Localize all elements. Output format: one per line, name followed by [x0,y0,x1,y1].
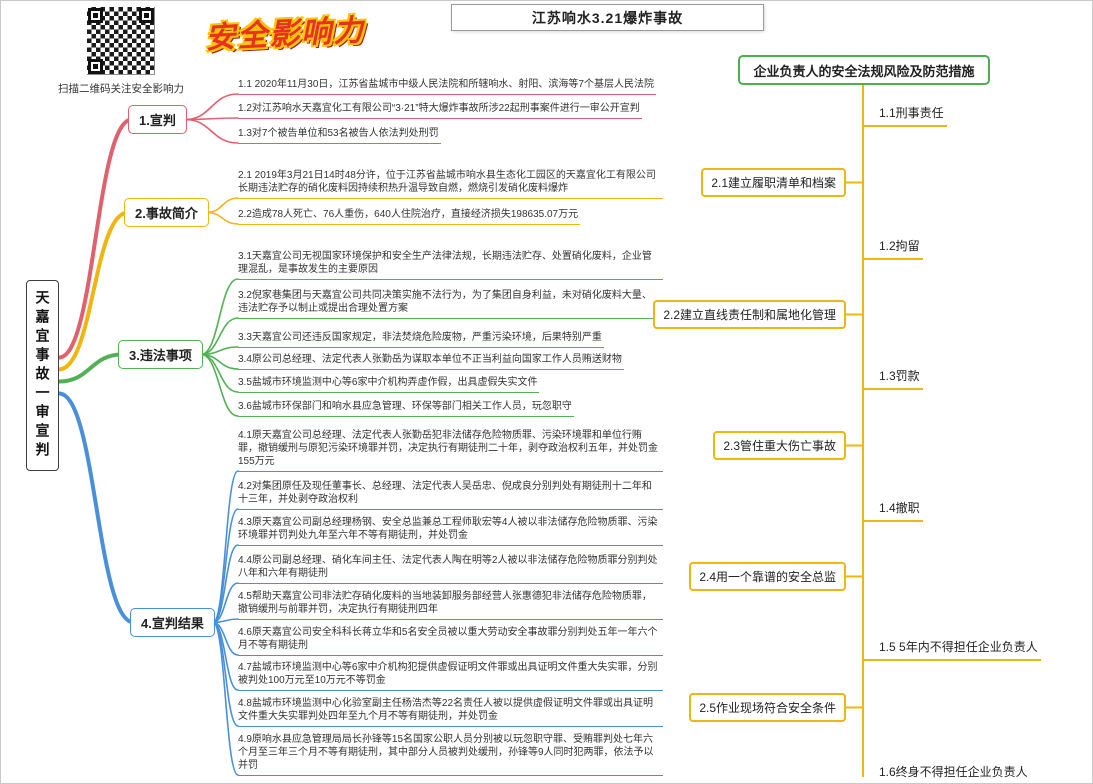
risk-1-5: 1.5 5年内不得担任企业负责人 [862,638,1041,661]
node-2-2: 2.2造成78人死亡、76人重伤，640人住院治疗，直接经济损失198635.0… [238,208,581,225]
node-1-2: 1.2对江苏响水天嘉宜化工有限公司“3·21”特大爆炸事故所涉22起刑事案件进行… [238,102,642,119]
brand-logo: 安全影响力 [204,13,366,56]
page-title: 江苏响水3.21爆炸事故 [451,4,764,31]
node-3-1: 3.1天嘉宜公司无视国家环境保护和安全生产法律法规，长期违法贮存、处置硝化废料，… [238,250,663,280]
branch-node-1: 1.宣判 [128,105,187,134]
node-4-1: 4.1原天嘉宜公司总经理、法定代表人张勤岳犯非法储存危险物质罪、污染环境罪和单位… [238,429,663,472]
measure-2-4: 2.4用一个靠谱的安全总监 [689,562,846,591]
node-4-2: 4.2对集团原任及现任董事长、总经理、法定代表人吴岳忠、倪成良分别判处有期徒刑十… [238,480,663,510]
qr-eye-icon [139,8,154,23]
node-4-9: 4.9原响水县应急管理局局长孙锋等15名国家公职人员分别被以玩忽职守罪、受贿罪判… [238,733,663,776]
node-4-8: 4.8盐城市环境监测中心化验室副主任杨浩杰等22名责任人被以提供虚假证明文件罪或… [238,697,663,727]
node-4-6: 4.6原天嘉宜公司安全科科长蒋立华和5名安全员被以重大劳动安全事故罪分别判处五年… [238,626,663,656]
measure-2-5: 2.5作业现场符合安全条件 [689,693,846,722]
node-1-3: 1.3对7个被告单位和53名被告人依法判处刑罚 [238,127,441,144]
branch-node-2: 2.事故简介 [124,198,209,227]
center-node: 天嘉宜事故一审宣判 [26,280,59,471]
branch-node-4: 4.宣判结果 [130,608,215,637]
risk-1-3: 1.3罚款 [862,367,923,390]
measure-2-3: 2.3管住重大伤亡事故 [713,431,846,460]
qr-code [87,7,155,75]
node-4-3: 4.3原天嘉宜公司副总经理杨钢、安全总监兼总工程师耿宏等4人被以非法储存危险物质… [238,516,663,546]
node-4-5: 4.5帮助天嘉宜公司非法贮存硝化废料的当地装卸服务部经营人张惠德犯非法储存危险物… [238,590,663,620]
measure-2-2: 2.2建立直线责任制和属地化管理 [653,300,846,329]
measure-2-1: 2.1建立履职清单和档案 [701,168,846,197]
branch-node-3: 3.违法事项 [118,340,203,369]
node-3-2: 3.2倪家巷集团与天嘉宜公司共同决策实施不法行为，为了集团自身利益，未对硝化废料… [238,289,663,319]
node-1-1: 1.1 2020年11月30日，江苏省盐城市中级人民法院和所辖响水、射阳、滨海等… [238,78,656,95]
node-4-7: 4.7盐城市环境监测中心等6家中介机构犯提供虚假证明文件罪或出具证明文件重大失实… [238,661,663,691]
node-3-5: 3.5盐城市环境监测中心等6家中介机构弄虚作假，出具虚假失实文件 [238,376,540,393]
right-panel-line [862,85,864,777]
qr-caption: 扫描二维码关注安全影响力 [58,83,184,95]
risk-1-6: 1.6终身不得担任企业负责人 [862,763,1031,783]
risk-1-2: 1.2拘留 [862,237,923,260]
node-2-1: 2.1 2019年3月21日14时48分许，位于江苏省盐城市响水县生态化工园区的… [238,169,663,199]
qr-eye-icon [88,59,103,74]
risk-1-4: 1.4撤职 [862,499,923,522]
risk-1-1: 1.1刑事责任 [862,104,947,127]
node-4-4: 4.4原公司副总经理、硝化车间主任、法定代表人陶在明等2人被以非法储存危险物质罪… [238,554,663,584]
node-3-6: 3.6盐城市环保部门和响水县应急管理、环保等部门相关工作人员，玩忽职守 [238,400,574,417]
right-panel-title: 企业负责人的安全法规风险及防范措施 [738,55,990,85]
node-3-4: 3.4原公司总经理、法定代表人张勤岳为谋取本单位不正当利益向国家工作人员贿送财物 [238,353,624,370]
node-3-3: 3.3天嘉宜公司还违反国家规定，非法焚烧危险废物，严重污染环境，后果特别严重 [238,331,604,348]
qr-eye-icon [88,8,103,23]
